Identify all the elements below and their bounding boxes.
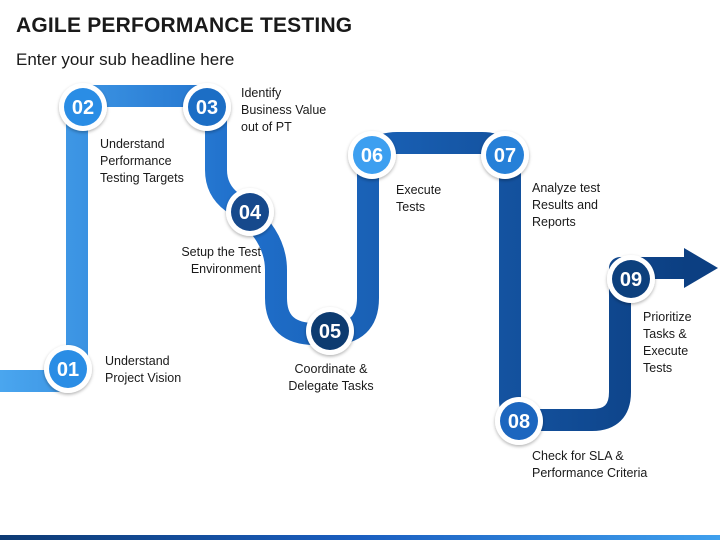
- step-node-04: 04: [226, 188, 274, 236]
- step-node-07: 07: [481, 131, 529, 179]
- step-node-09: 09: [607, 255, 655, 303]
- step-label-09: Prioritize Tasks & Execute Tests: [643, 310, 692, 375]
- step-node-06: 06: [348, 131, 396, 179]
- step-label-05: Coordinate & Delegate Tasks: [288, 362, 374, 393]
- step-node-02: 02: [59, 83, 107, 131]
- step-node-01: 01: [44, 345, 92, 393]
- footer-accent-bar: [0, 535, 720, 540]
- step-label-02: Understand Performance Testing Targets: [100, 137, 184, 185]
- step-number-09: 09: [620, 269, 642, 291]
- step-number-06: 06: [361, 145, 383, 167]
- step-number-08: 08: [508, 411, 530, 433]
- step-number-05: 05: [319, 321, 341, 343]
- step-node-08: 08: [495, 397, 543, 445]
- step-number-01: 01: [57, 359, 79, 381]
- step-node-05: 05: [306, 307, 354, 355]
- step-label-06: Execute Tests: [396, 183, 442, 214]
- page-title: AGILE PERFORMANCE TESTING: [16, 14, 353, 37]
- step-label-01: Understand Project Vision: [105, 354, 182, 385]
- step-number-02: 02: [72, 97, 94, 119]
- step-label-08: Check for SLA & Performance Criteria: [532, 449, 648, 480]
- step-label-07: Analyze test Results and Reports: [532, 181, 601, 229]
- page-subtitle: Enter your sub headline here: [16, 50, 235, 69]
- step-label-03: Identify Business Value out of PT: [241, 86, 327, 134]
- step-node-03: 03: [183, 83, 231, 131]
- flow-arrowhead: [684, 248, 718, 288]
- step-label-04: Setup the Test Environment: [181, 245, 261, 276]
- step-number-07: 07: [494, 145, 516, 167]
- step-number-04: 04: [239, 202, 262, 224]
- step-number-03: 03: [196, 97, 218, 119]
